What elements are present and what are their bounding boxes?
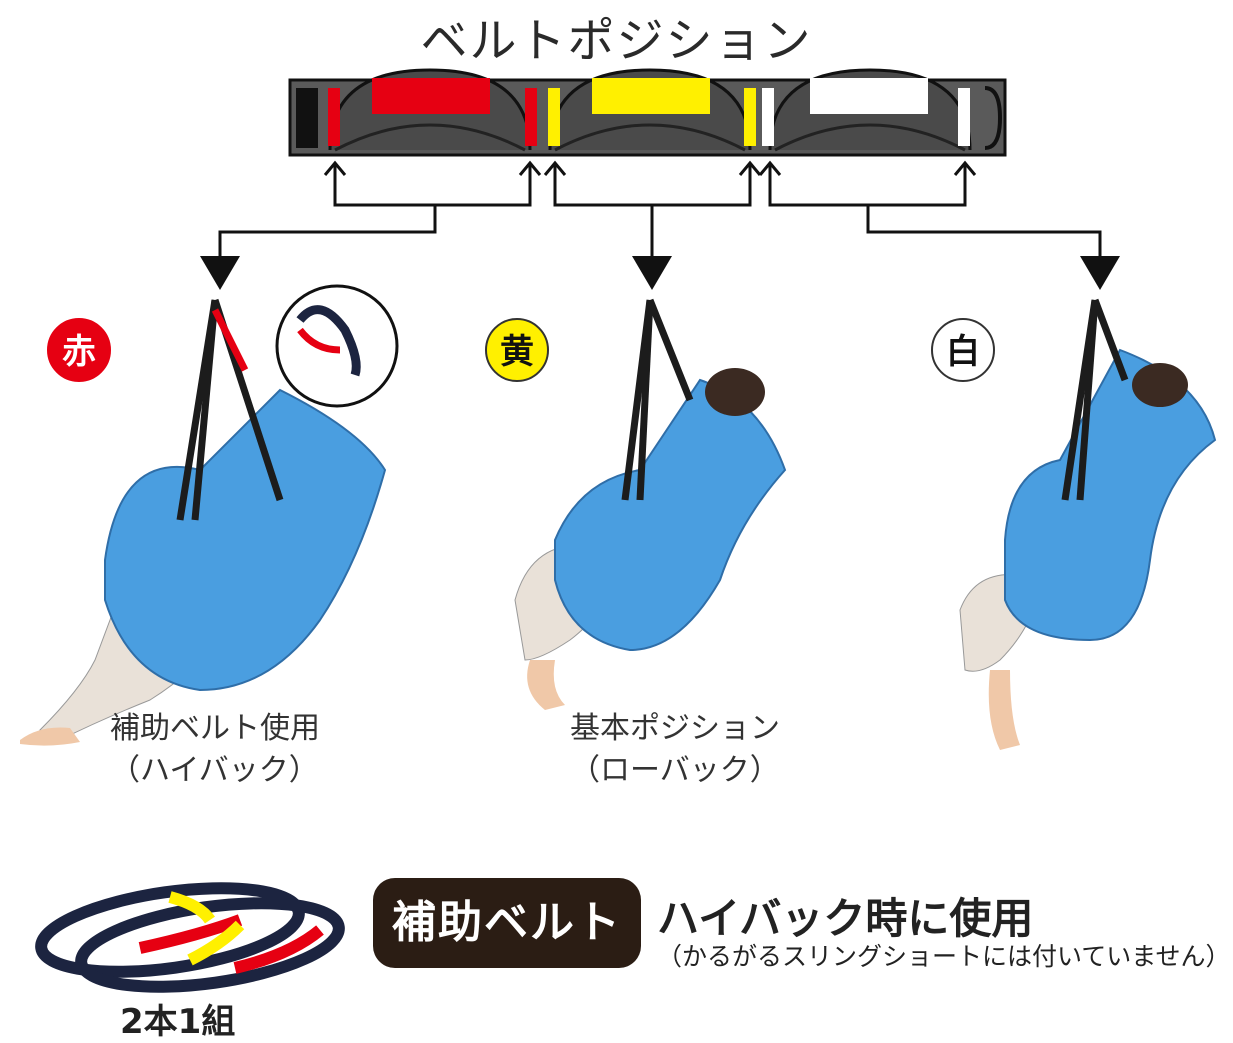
connector-lines xyxy=(218,160,1102,258)
caption-red-line2: （ハイバック） xyxy=(110,753,319,788)
sling-figure-yellow xyxy=(514,298,787,710)
caption-red: 補助ベルト使用 （ハイバック） xyxy=(110,708,320,792)
detail-circle xyxy=(275,284,399,408)
sling-figure-red xyxy=(20,284,399,746)
page-title: ベルトポジション xyxy=(420,14,813,69)
badge-red: 赤 xyxy=(47,318,111,382)
belt-position-diagram xyxy=(288,68,1007,157)
arrow-down-white xyxy=(1080,256,1120,290)
caption-red-line1: 補助ベルト使用 xyxy=(110,711,320,746)
caption-yellow-line2: （ローバック） xyxy=(570,753,780,788)
badge-yellow: 黄 xyxy=(485,318,549,382)
loop-white-right xyxy=(958,88,970,146)
down-arrowheads xyxy=(200,256,1120,290)
auxiliary-belts xyxy=(35,882,345,993)
sling-figure-white xyxy=(959,298,1217,750)
band-yellow xyxy=(592,78,710,114)
frame-end-right xyxy=(984,86,1003,150)
loop-red-left xyxy=(328,88,340,146)
arrow-down-yellow xyxy=(632,256,672,290)
badge-white: 白 xyxy=(931,318,995,382)
set-count: 2本1組 xyxy=(120,1002,236,1042)
usage-text: ハイバック時に使用 xyxy=(657,894,1034,943)
loop-yellow-right xyxy=(744,88,756,146)
loop-yellow-left xyxy=(548,88,560,146)
frame-end-left xyxy=(296,88,318,148)
band-white xyxy=(810,78,928,114)
loop-white-left xyxy=(762,88,774,146)
band-red xyxy=(372,78,490,114)
loop-red-right xyxy=(525,88,537,146)
usage-note: （かるがるスリングショートには付いていません） xyxy=(657,942,1231,971)
caption-yellow-line1: 基本ポジション xyxy=(570,711,780,746)
caption-yellow: 基本ポジション （ローバック） xyxy=(570,708,780,792)
arrow-down-red xyxy=(200,256,240,290)
auxiliary-belt-label: 補助ベルト xyxy=(373,878,641,968)
